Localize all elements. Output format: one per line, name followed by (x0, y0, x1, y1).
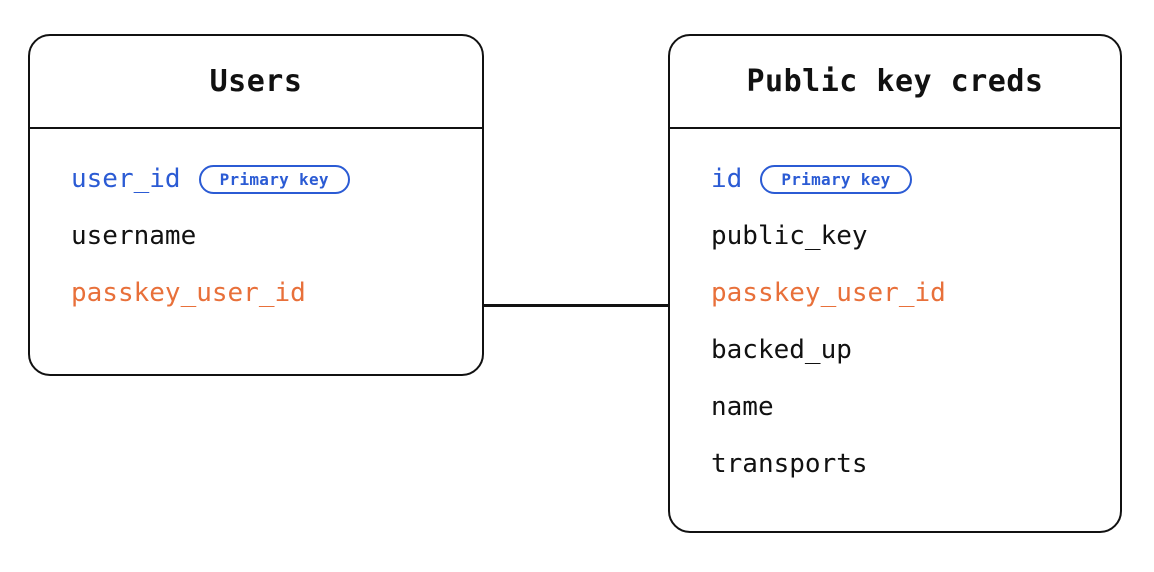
field-name-passkey-user-id: passkey_user_id (71, 278, 306, 308)
entity-users-title: Users (209, 64, 303, 99)
primary-key-badge-label: Primary key (781, 169, 891, 189)
field-name-name: name (711, 392, 774, 422)
field-row[interactable]: passkey_user_id (670, 279, 1120, 336)
field-row[interactable]: passkey_user_id (30, 279, 482, 336)
entity-public-key-creds-header: Public key creds (670, 36, 1120, 129)
field-row[interactable]: name (670, 393, 1120, 450)
field-name-passkey-user-id: passkey_user_id (711, 278, 946, 308)
entity-public-key-creds-title: Public key creds (746, 64, 1044, 99)
primary-key-badge: Primary key (198, 165, 350, 194)
field-name-public-key: public_key (711, 221, 868, 251)
field-name-transports: transports (711, 449, 868, 479)
entity-public-key-creds[interactable]: Public key creds id Primary key public_k… (668, 34, 1122, 533)
entity-users[interactable]: Users user_id Primary key username passk… (28, 34, 484, 376)
field-row[interactable]: backed_up (670, 336, 1120, 393)
entity-users-header: Users (30, 36, 482, 129)
field-row[interactable]: username (30, 222, 482, 279)
field-name-id: id (711, 164, 743, 194)
field-row[interactable]: user_id Primary key (30, 165, 482, 222)
entity-public-key-creds-field-list: id Primary key public_key passkey_user_i… (670, 129, 1120, 507)
field-name-backed-up: backed_up (711, 335, 852, 365)
field-name-user-id: user_id (71, 164, 181, 194)
primary-key-badge: Primary key (760, 165, 912, 194)
entity-users-field-list: user_id Primary key username passkey_use… (30, 129, 482, 336)
field-row[interactable]: transports (670, 450, 1120, 507)
field-row[interactable]: id Primary key (670, 165, 1120, 222)
field-row[interactable]: public_key (670, 222, 1120, 279)
primary-key-badge-label: Primary key (219, 169, 329, 189)
relationship-connector-line (482, 304, 672, 307)
field-name-username: username (71, 221, 197, 251)
